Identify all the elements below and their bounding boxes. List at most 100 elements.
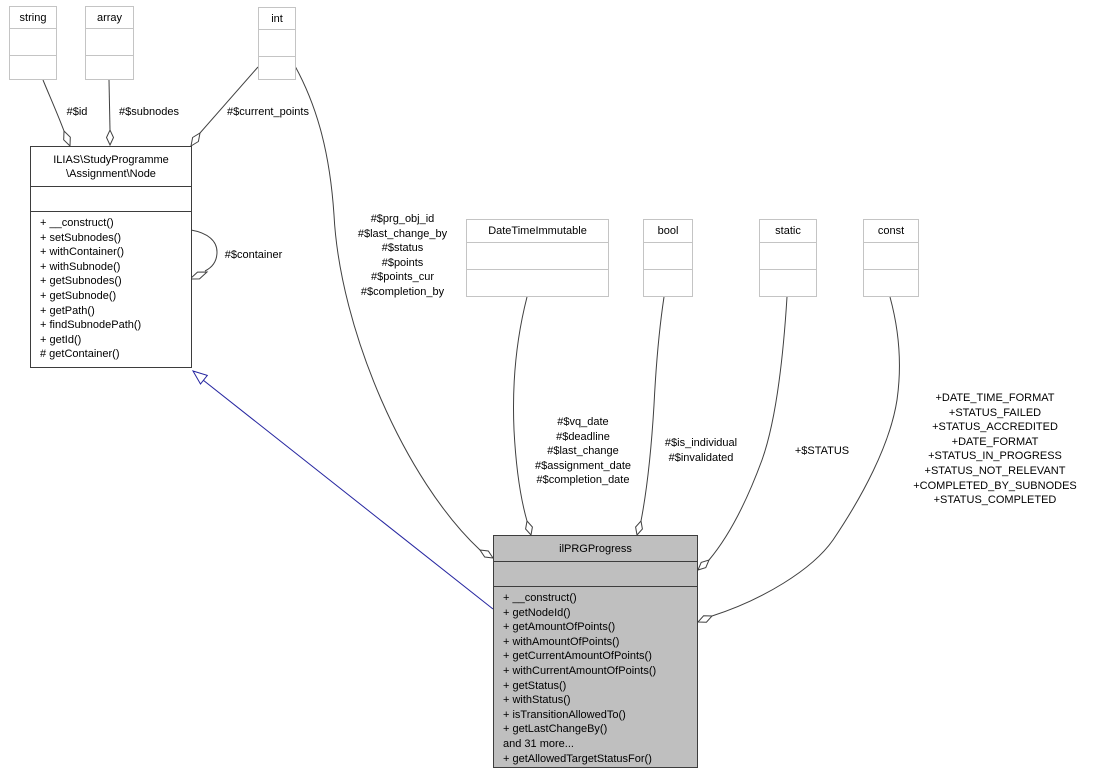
- method-item: + setSubnodes(): [40, 231, 122, 244]
- edge-label-line: #$status: [381, 242, 424, 255]
- edge-int-to-node: [199, 66, 259, 134]
- type-box-string: string: [9, 6, 57, 80]
- type-box-int-label: int: [259, 8, 295, 30]
- class-box-node-title-line2: \Assignment\Node: [66, 167, 156, 180]
- type-box-array: array: [85, 6, 134, 80]
- type-box-array-label: array: [86, 7, 133, 29]
- type-box-int-ops: [259, 57, 295, 79]
- aggregation-diamond-status: [697, 559, 710, 571]
- class-box-node-title: ILIAS\StudyProgramme \Assignment\Node: [31, 147, 191, 187]
- edge-label-current-points: #$current_points: [227, 106, 309, 118]
- type-box-string-attrs: [10, 29, 56, 56]
- method-item: + isTransitionAllowedTo(): [503, 708, 626, 721]
- edge-label-line: +STATUS_NOT_RELEVANT: [924, 464, 1066, 477]
- type-box-int: int: [258, 7, 296, 80]
- class-box-ilprgprogress-methods: + __construct() + getNodeId() + getAmoun…: [494, 587, 697, 766]
- type-box-bool-attrs: [644, 243, 692, 270]
- type-box-const-attrs: [864, 243, 918, 270]
- method-item: + getPath(): [40, 304, 95, 317]
- edge-label-int-fields: #$prg_obj_id #$last_change_by #$status #…: [342, 212, 463, 300]
- type-box-bool: bool: [643, 219, 693, 297]
- type-box-bool-ops: [644, 270, 692, 296]
- method-item: + withStatus(): [503, 694, 571, 707]
- method-item: + getSubnode(): [40, 289, 117, 302]
- edge-label-line: +STATUS_ACCREDITED: [932, 421, 1058, 434]
- edge-label-line: #$deadline: [556, 430, 610, 443]
- edge-label-date-fields: #$vq_date #$deadline #$last_change #$ass…: [518, 415, 648, 488]
- edge-node-self-container: [190, 229, 218, 272]
- method-item: + getId(): [40, 333, 82, 346]
- edge-label-line: +COMPLETED_BY_SUBNODES: [913, 479, 1077, 492]
- type-box-datetimeimmutable-attrs: [467, 243, 608, 270]
- method-item: + __construct(): [503, 592, 577, 604]
- edge-label-status: +$STATUS: [794, 445, 850, 457]
- type-box-string-label: string: [10, 7, 56, 29]
- edge-label-container: #$container: [224, 249, 283, 261]
- edge-label-line: #$last_change: [547, 445, 619, 458]
- inheritance-arrowhead: [191, 370, 209, 385]
- type-box-datetimeimmutable-ops: [467, 270, 608, 296]
- class-box-ilprgprogress[interactable]: ilPRGProgress + __construct() + getNodeI…: [493, 535, 698, 768]
- type-box-datetimeimmutable: DateTimeImmutable: [466, 219, 609, 297]
- aggregation-diamond-subnodes: [105, 128, 115, 147]
- aggregation-diamond-date-fields: [525, 519, 533, 537]
- aggregation-diamond-current-points: [190, 131, 201, 148]
- edge-label-line: +DATE_TIME_FORMAT: [935, 392, 1055, 404]
- edge-label-subnodes: #$subnodes: [119, 106, 179, 118]
- class-box-ilprgprogress-title-text: ilPRGProgress: [559, 542, 632, 555]
- type-box-static: static: [759, 219, 817, 297]
- method-item: + withContainer(): [40, 246, 125, 259]
- edge-label-line: #$prg_obj_id: [370, 213, 435, 225]
- type-box-array-ops: [86, 56, 133, 79]
- edge-static-to-progress: [708, 296, 788, 561]
- method-item: + getAmountOfPoints(): [503, 621, 616, 634]
- type-box-const-ops: [864, 270, 918, 296]
- class-box-node-title-line1: ILIAS\StudyProgramme: [53, 153, 169, 166]
- method-item: + findSubnodePath(): [40, 319, 142, 332]
- aggregation-diamond-bool-fields: [635, 519, 643, 537]
- type-box-array-attrs: [86, 29, 133, 56]
- type-box-const-label: const: [864, 220, 918, 243]
- edge-label-line: #$assignment_date: [534, 459, 631, 472]
- method-item: + withAmountOfPoints(): [503, 635, 620, 648]
- edge-label-line: #$completion_by: [360, 285, 445, 298]
- edge-label-const-fields: +DATE_TIME_FORMAT +STATUS_FAILED +STATUS…: [885, 391, 1103, 508]
- type-box-datetimeimmutable-label: DateTimeImmutable: [467, 220, 608, 243]
- edge-label-line: #$vq_date: [557, 416, 609, 428]
- type-box-static-ops: [760, 270, 816, 296]
- aggregation-diamond-const-fields: [696, 615, 714, 623]
- edge-label-line: #$is_individual: [664, 437, 738, 449]
- method-item: + getAllowedTargetStatusFor(): [503, 752, 652, 765]
- type-box-static-attrs: [760, 243, 816, 270]
- inheritance-edge-progress-to-node: [202, 379, 494, 610]
- edge-label-line: +STATUS_IN_PROGRESS: [928, 450, 1062, 463]
- aggregation-diamond-container: [188, 271, 209, 280]
- edge-label-line: #$completion_date: [536, 474, 630, 487]
- type-box-string-ops: [10, 56, 56, 79]
- edge-int-to-progress: [294, 65, 481, 551]
- class-box-node[interactable]: ILIAS\StudyProgramme \Assignment\Node + …: [30, 146, 192, 368]
- edge-label-line: +STATUS_COMPLETED: [933, 494, 1057, 507]
- type-box-bool-label: bool: [644, 220, 692, 243]
- method-item: + getCurrentAmountOfPoints(): [503, 650, 652, 663]
- method-item: + getStatus(): [503, 679, 567, 692]
- edge-label-id: #$id: [66, 106, 88, 118]
- method-item: + getNodeId(): [503, 606, 571, 619]
- method-item-more: and 31 more...: [503, 737, 574, 750]
- method-item: + withSubnode(): [40, 260, 121, 273]
- edge-label-line: #$points_cur: [371, 271, 434, 284]
- method-item: + getSubnodes(): [40, 275, 122, 288]
- type-box-const: const: [863, 219, 919, 297]
- edge-label-line: +STATUS_FAILED: [948, 406, 1042, 419]
- method-item: + withCurrentAmountOfPoints(): [503, 664, 657, 677]
- type-box-static-label: static: [760, 220, 816, 243]
- type-box-int-attrs: [259, 30, 295, 57]
- method-item: + __construct(): [40, 217, 114, 229]
- edge-label-line: #$last_change_by: [357, 227, 448, 240]
- class-box-node-methods: + __construct() + setSubnodes() + withCo…: [31, 212, 191, 362]
- aggregation-diamond-int-fields: [478, 549, 495, 559]
- edge-label-line: #$points: [381, 256, 424, 269]
- class-box-ilprgprogress-attributes: [494, 562, 697, 587]
- aggregation-diamond-id: [63, 129, 71, 148]
